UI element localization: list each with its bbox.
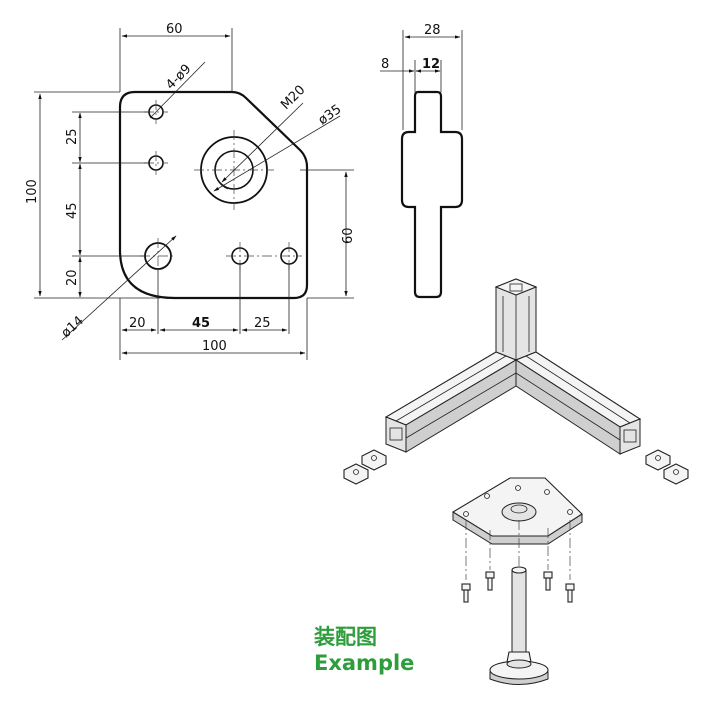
plate-outline <box>118 90 309 300</box>
dim-top-width: 60 <box>166 22 183 37</box>
caption-chinese: 装配图 <box>314 625 377 649</box>
dim-bottom-100: 100 <box>202 339 227 354</box>
dim-height-total: 100 <box>25 179 40 204</box>
dim-side-thickness: 12 <box>422 57 440 72</box>
dim-h-45: 45 <box>192 316 210 331</box>
right-extrusion <box>514 351 642 455</box>
dim-h-20: 20 <box>129 316 146 331</box>
dim-side-offset: 8 <box>381 57 389 72</box>
assembly-illustration <box>343 278 689 685</box>
front-view: 60 4-ø9 M20 ø35 100 25 45 20 60 ø14 <box>25 22 356 360</box>
left-extrusion <box>384 351 518 453</box>
dim-boss-dia: ø35 <box>316 102 345 128</box>
leveling-foot <box>489 566 549 685</box>
dim-v-25: 25 <box>65 128 80 145</box>
thread-arc <box>214 165 229 190</box>
dim-v-45: 45 <box>65 202 80 219</box>
side-view: 28 8 12 <box>380 23 464 299</box>
side-profile <box>400 90 464 299</box>
dim-right-60: 60 <box>341 227 356 244</box>
dim-hole-14: ø14 <box>59 313 87 341</box>
dim-side-width: 28 <box>424 23 441 38</box>
screws <box>461 571 575 603</box>
assembly-caption: 装配图 Example <box>314 624 414 676</box>
dim-h-25: 25 <box>254 316 271 331</box>
dim-v-20: 20 <box>65 269 80 286</box>
caption-english: Example <box>314 651 415 675</box>
t-nuts-right <box>645 449 689 485</box>
base-plate <box>451 477 583 545</box>
dim-thread: M20 <box>278 83 308 113</box>
vertical-extrusion <box>494 278 538 361</box>
t-nuts-left <box>343 449 387 485</box>
